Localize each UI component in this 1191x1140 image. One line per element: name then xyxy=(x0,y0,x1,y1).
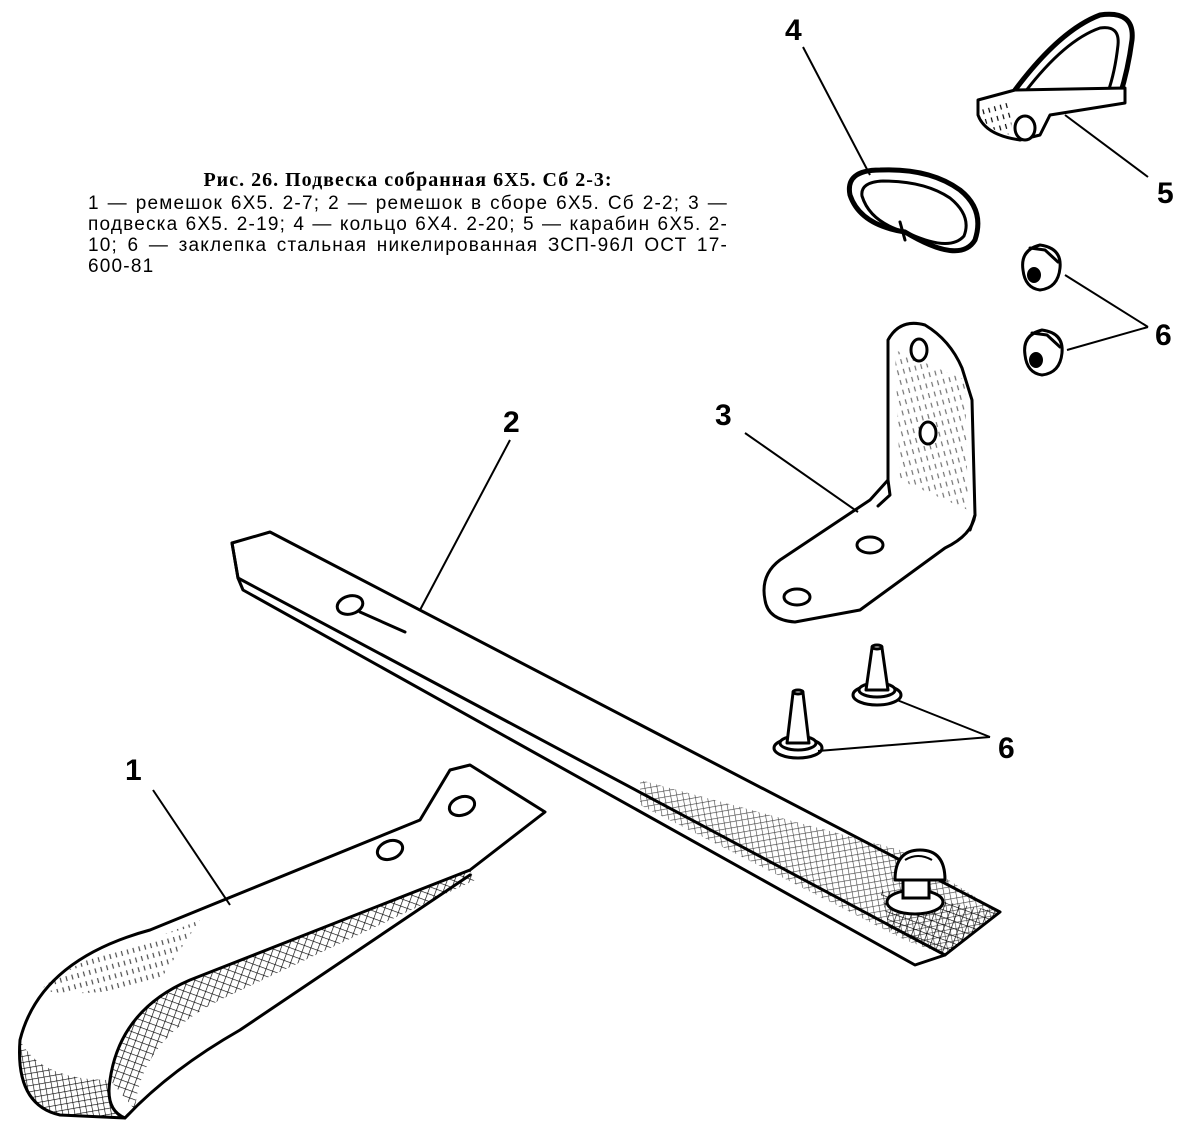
leader-lines xyxy=(152,46,1149,906)
figure-legend: 1 — ремешок 6Х5. 2-7; 2 — ремешок в сбор… xyxy=(88,193,728,277)
carabiner-part-5 xyxy=(976,11,1135,142)
strap-assembly-part-2 xyxy=(230,530,1002,967)
rivet-pin-left xyxy=(772,688,824,760)
hanger-bracket-part-3 xyxy=(762,321,977,624)
callout-3: 3 xyxy=(715,399,732,432)
rivet-cap-upper xyxy=(1021,243,1062,292)
ring-part-4 xyxy=(846,167,981,254)
callout-4: 4 xyxy=(785,14,802,47)
callout-6-caps: 6 xyxy=(1155,319,1172,352)
callout-1: 1 xyxy=(125,754,142,787)
callout-2: 2 xyxy=(503,406,520,439)
rivet-pin-right xyxy=(851,643,903,707)
figure-title: Рис. 26. Подвеска собранная 6Х5. Сб 2-3: xyxy=(203,169,613,191)
rivet-cap-lower xyxy=(1023,328,1064,377)
figure-caption: Рис. 26. Подвеска собранная 6Х5. Сб 2-3:… xyxy=(88,169,728,278)
callout-5: 5 xyxy=(1157,177,1174,210)
strap-part-1 xyxy=(18,763,547,1120)
callout-6-pins: 6 xyxy=(998,732,1015,765)
